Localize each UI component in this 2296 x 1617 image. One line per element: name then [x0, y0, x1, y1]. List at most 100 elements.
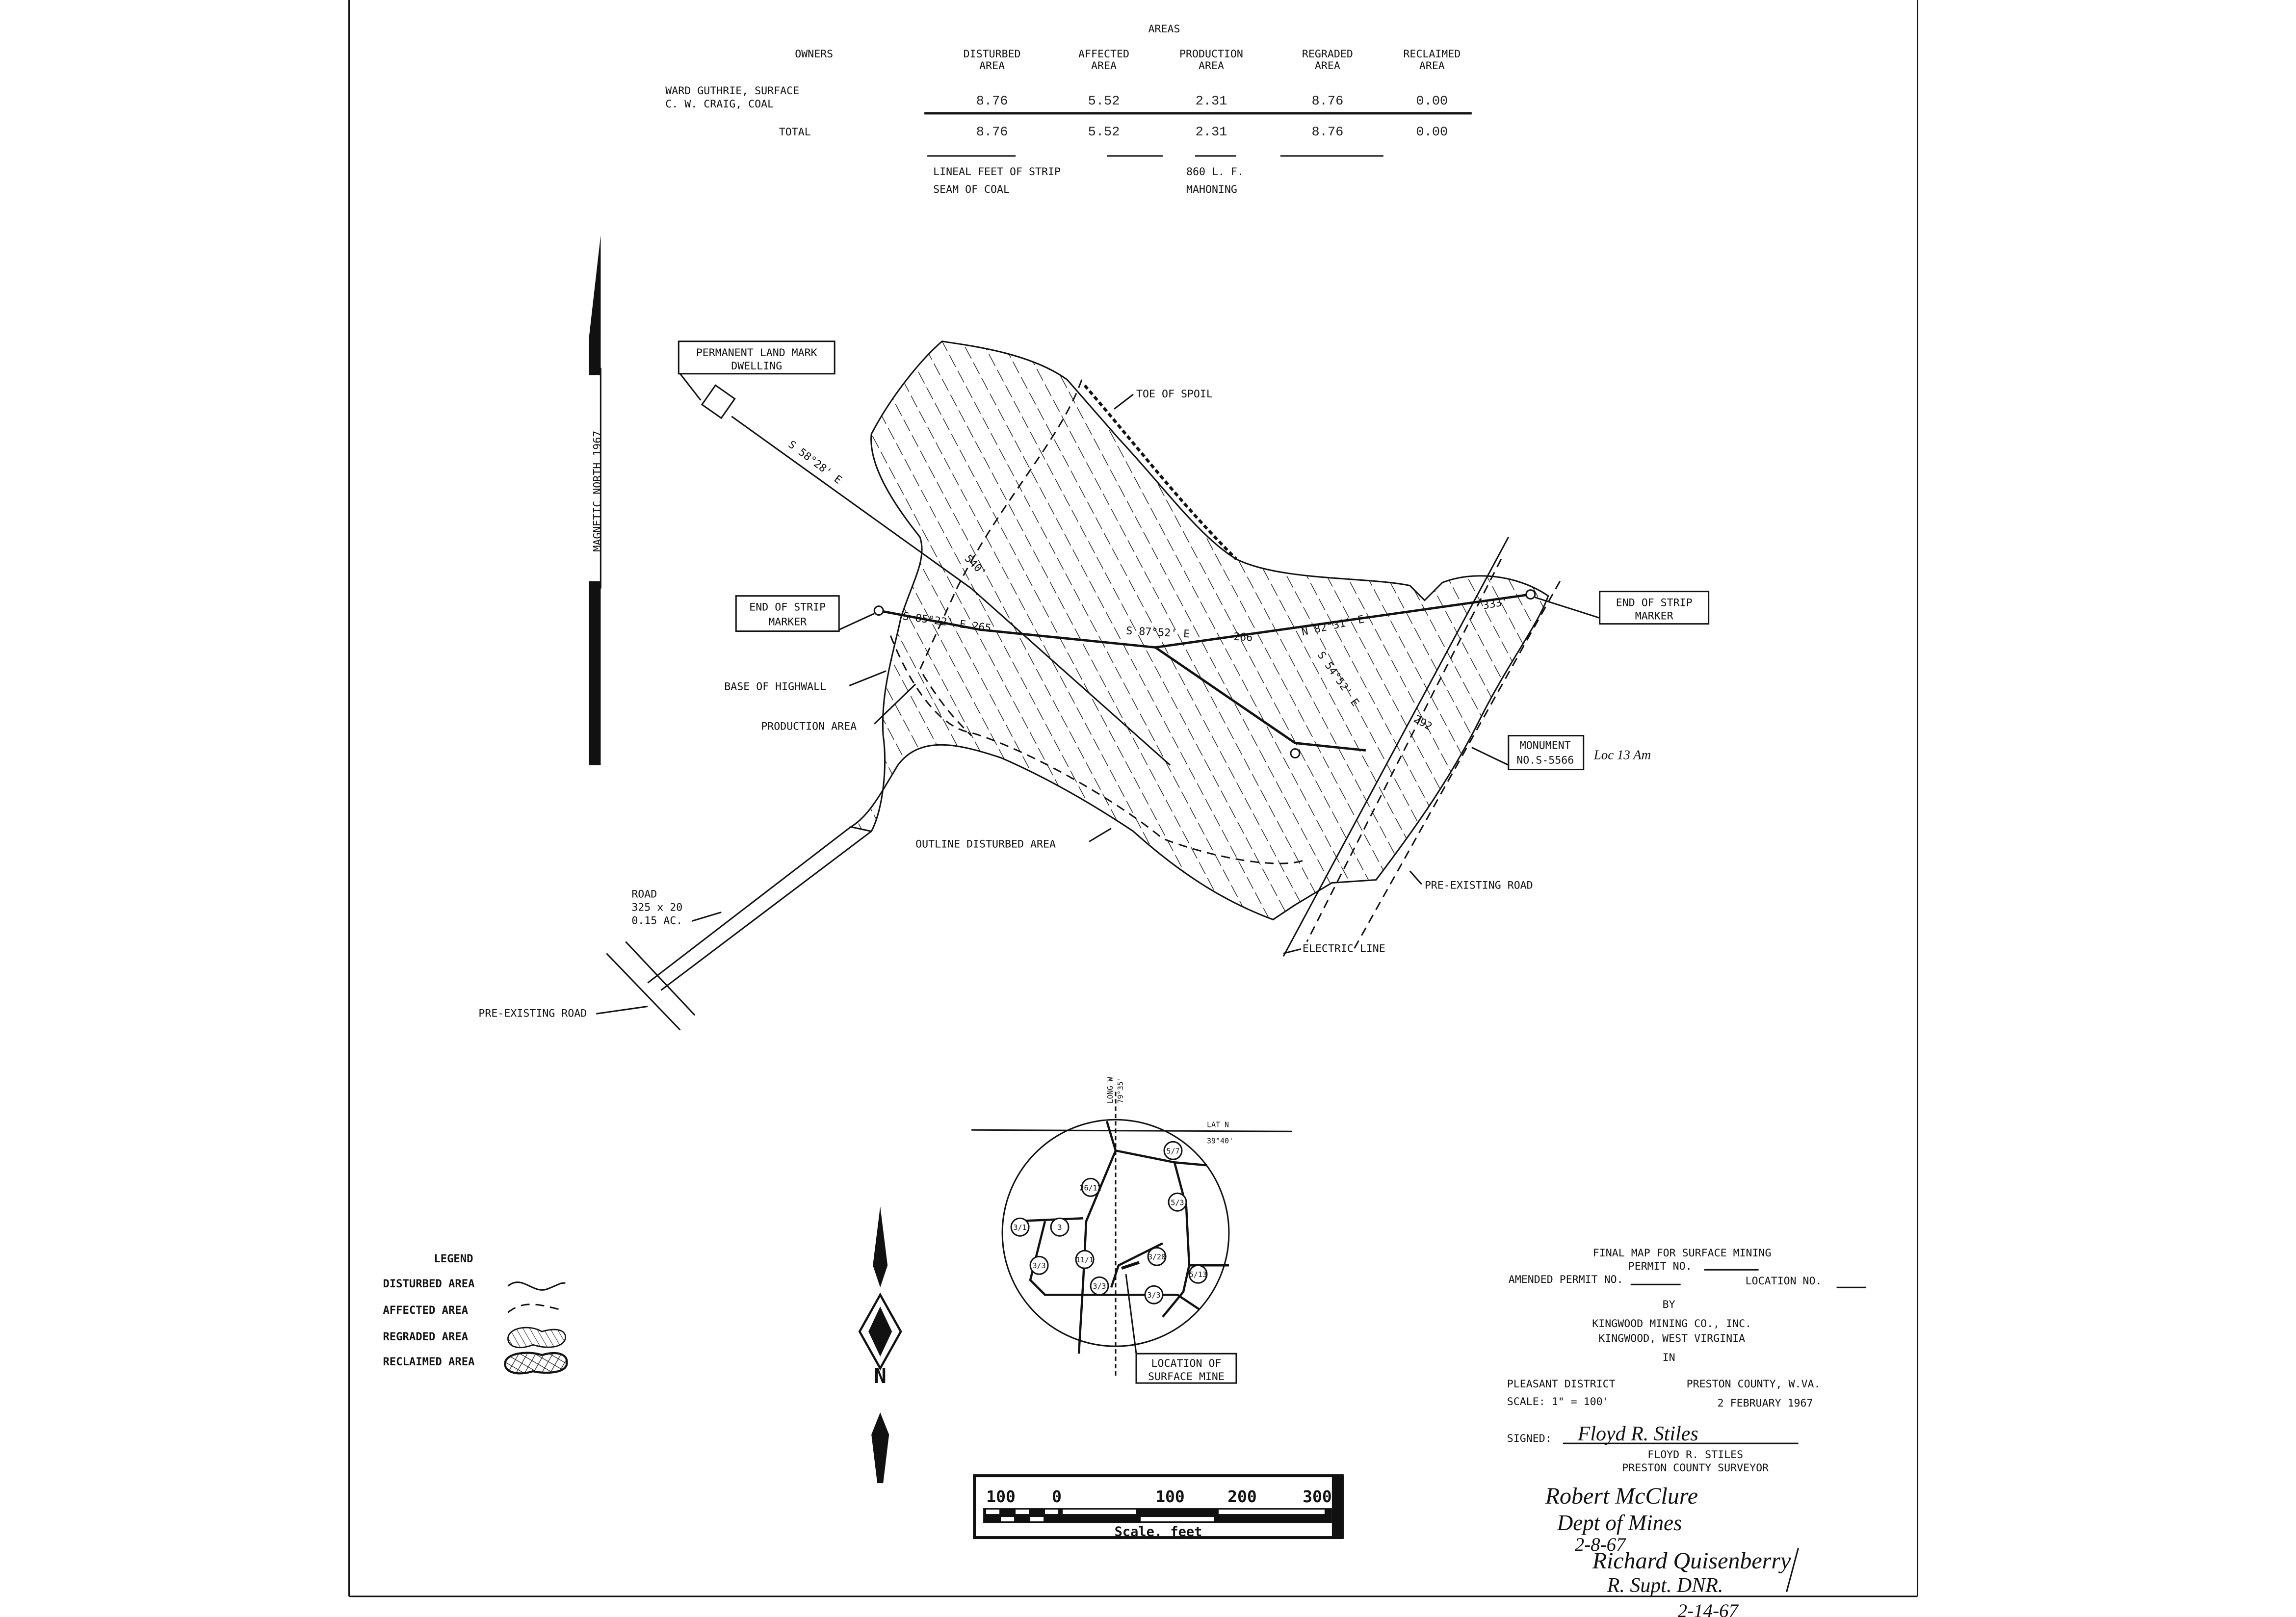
monument-handwritten-note: Loc 13 Am — [1593, 748, 1651, 762]
svg-text:END OF STRIP: END OF STRIP — [1616, 597, 1693, 609]
total-label: TOTAL — [779, 126, 811, 138]
svg-text:3/20: 3/20 — [1148, 1252, 1166, 1261]
svg-text:26/12: 26/12 — [1079, 1183, 1101, 1192]
col-header: AREA — [1199, 60, 1224, 72]
location-map: LONG W 79°35' LAT N 39°40' 5/7 26/12 5/3… — [971, 1076, 1292, 1384]
base-of-highwall-callout: BASE OF HIGHWALL — [724, 670, 887, 693]
svg-text:TOE OF SPOIL: TOE OF SPOIL — [1136, 388, 1213, 400]
route-markers: 5/7 26/12 5/3 3/1 3 3/3 11/1 3/20 3/3 3/… — [1010, 1141, 1208, 1304]
outline-disturbed-callout: OUTLINE DISTURBED AREA — [915, 828, 1112, 850]
title-block: FINAL MAP FOR SURFACE MINING PERMIT NO. … — [1507, 1247, 1866, 1474]
col-header: AREA — [1091, 60, 1117, 72]
map-date: 2 FEBRUARY 1967 — [1718, 1397, 1813, 1409]
long-label: LONG W — [1106, 1076, 1115, 1103]
cell-value: 8.76 — [976, 94, 1008, 109]
pre-existing-road-right — [1306, 558, 1502, 942]
scale-bar: 100 0 100 200 300 Scale, feet — [973, 1474, 1344, 1539]
svg-text:0.15 AC.: 0.15 AC. — [631, 914, 682, 927]
legend-item-disturbed: DISTURBED AREA — [383, 1278, 474, 1290]
county: PRESTON COUNTY, W.VA. — [1687, 1378, 1821, 1390]
north-letter: N — [874, 1364, 887, 1388]
col-header: DISTURBED — [964, 48, 1021, 60]
end-of-strip-left-callout: END OF STRIP MARKER — [735, 595, 875, 632]
svg-text:MARKER: MARKER — [768, 616, 807, 628]
svg-text:END OF STRIP: END OF STRIP — [749, 601, 826, 614]
column-headers: DISTURBED AREA AFFECTED AREA PRODUCTION … — [964, 48, 1461, 72]
electric-line — [1282, 536, 1510, 957]
surveyor-title: PRESTON COUNTY SURVEYOR — [1622, 1462, 1769, 1474]
col-header: AREA — [1419, 60, 1445, 72]
approval-dept: Dept of Mines — [1557, 1511, 1682, 1535]
permit-no-label: PERMIT NO. — [1628, 1260, 1692, 1273]
tie-line — [971, 588, 1171, 766]
cell-value: 2.31 — [1196, 94, 1227, 109]
access-road — [606, 826, 872, 1031]
svg-text:LOCATION OF: LOCATION OF — [1151, 1357, 1222, 1370]
scale-tick: 100 — [1155, 1487, 1185, 1506]
svg-text:ELECTRIC LINE: ELECTRIC LINE — [1303, 942, 1385, 955]
strip-traverse-line — [1154, 646, 1366, 752]
svg-text:SURFACE MINE: SURFACE MINE — [1148, 1371, 1225, 1383]
svg-text:325 x 20: 325 x 20 — [631, 901, 682, 913]
long-value: 79°35' — [1116, 1077, 1125, 1103]
scale-tick: 300 — [1303, 1487, 1332, 1506]
affected-area-line — [919, 379, 1083, 736]
svg-text:3/3: 3/3 — [1147, 1291, 1160, 1300]
svg-text:MONUMENT: MONUMENT — [1520, 740, 1571, 752]
bearing-label: S 58°28' E — [786, 439, 844, 487]
pre-existing-road-left-callout: PRE-EXISTING ROAD — [478, 1005, 648, 1019]
svg-text:DWELLING: DWELLING — [731, 360, 782, 372]
legend: LEGEND DISTURBED AREA AFFECTED AREA REGR… — [383, 1252, 568, 1375]
owners-header: OWNERS — [795, 48, 833, 60]
col-header: AREA — [1315, 60, 1340, 72]
north-arrow: N — [858, 1206, 902, 1484]
lat-value: 39°40' — [1207, 1136, 1233, 1145]
strip-traverse-line — [878, 593, 1531, 649]
col-header: AREA — [979, 60, 1005, 72]
svg-text:BASE OF HIGHWALL: BASE OF HIGHWALL — [724, 681, 826, 693]
cell-value: 0.00 — [1416, 125, 1448, 140]
svg-text:PRE-EXISTING ROAD: PRE-EXISTING ROAD — [1425, 879, 1533, 891]
owner-name: C. W. CRAIG, COAL — [665, 98, 774, 110]
col-header: RECLAIMED — [1403, 48, 1461, 60]
monument-callout: MONUMENT NO.S-5566 Loc 13 Am — [1471, 735, 1651, 771]
cell-value: 8.76 — [1311, 125, 1343, 140]
scale-tick: 200 — [1227, 1487, 1257, 1506]
svg-text:PERMANENT LAND MARK: PERMANENT LAND MARK — [696, 347, 817, 359]
table-row-total: TOTAL 8.76 5.52 2.31 8.76 0.00 — [779, 125, 1448, 140]
company-name: KINGWOOD MINING CO., INC. — [1592, 1318, 1751, 1330]
approval-signature: Richard Quisenberry — [1592, 1548, 1791, 1574]
end-of-strip-right-callout: END OF STRIP MARKER — [1535, 591, 1710, 625]
approval-signatures: Robert McClure Dept of Mines 2-8-67 Rich… — [1545, 1483, 1800, 1617]
regraded-area-icon — [507, 1327, 566, 1349]
svg-text:PRODUCTION AREA: PRODUCTION AREA — [761, 721, 857, 733]
toe-of-spoil-line — [1083, 384, 1238, 560]
signed-label: SIGNED: — [1507, 1433, 1552, 1445]
lineal-feet-value: 860 L. F. — [1186, 166, 1244, 178]
lineal-feet-label: LINEAL FEET OF STRIP — [933, 166, 1061, 178]
svg-text:OUTLINE DISTURBED AREA: OUTLINE DISTURBED AREA — [915, 838, 1056, 850]
production-area-line — [889, 635, 1303, 864]
pre-existing-road-right — [1353, 580, 1561, 950]
mine-location-mark — [1121, 1261, 1140, 1270]
cell-value: 2.31 — [1196, 125, 1227, 140]
legend-item-reclaimed: RECLAIMED AREA — [383, 1356, 474, 1368]
areas-table: AREAS OWNERS DISTURBED AREA AFFECTED ARE… — [665, 23, 1472, 196]
surveyor-name: FLOYD R. STILES — [1647, 1449, 1743, 1461]
reclaimed-area-icon — [504, 1352, 568, 1375]
magnetic-north-arrow: MAGNETIC NORTH 1967 — [584, 235, 605, 765]
location-no-label: LOCATION NO. — [1746, 1275, 1822, 1287]
areas-title: AREAS — [1148, 23, 1180, 35]
company-city: KINGWOOD, WEST VIRGINIA — [1598, 1332, 1745, 1345]
disturbed-line-icon — [507, 1281, 566, 1291]
legend-item-affected: AFFECTED AREA — [383, 1304, 468, 1317]
production-area-callout: PRODUCTION AREA — [761, 683, 916, 733]
svg-text:NO.S-5566: NO.S-5566 — [1516, 755, 1574, 767]
road-label: ROAD 325 x 20 0.15 AC. — [631, 888, 722, 927]
cell-value: 5.52 — [1088, 94, 1120, 109]
affected-line-icon — [507, 1304, 560, 1313]
amended-permit-label: AMENDED PERMIT NO. — [1509, 1274, 1623, 1286]
cell-value: 0.00 — [1416, 94, 1448, 109]
table-row: WARD GUTHRIE, SURFACE C. W. CRAIG, COAL … — [665, 85, 1448, 110]
svg-text:PRE-EXISTING ROAD: PRE-EXISTING ROAD — [478, 1007, 587, 1019]
